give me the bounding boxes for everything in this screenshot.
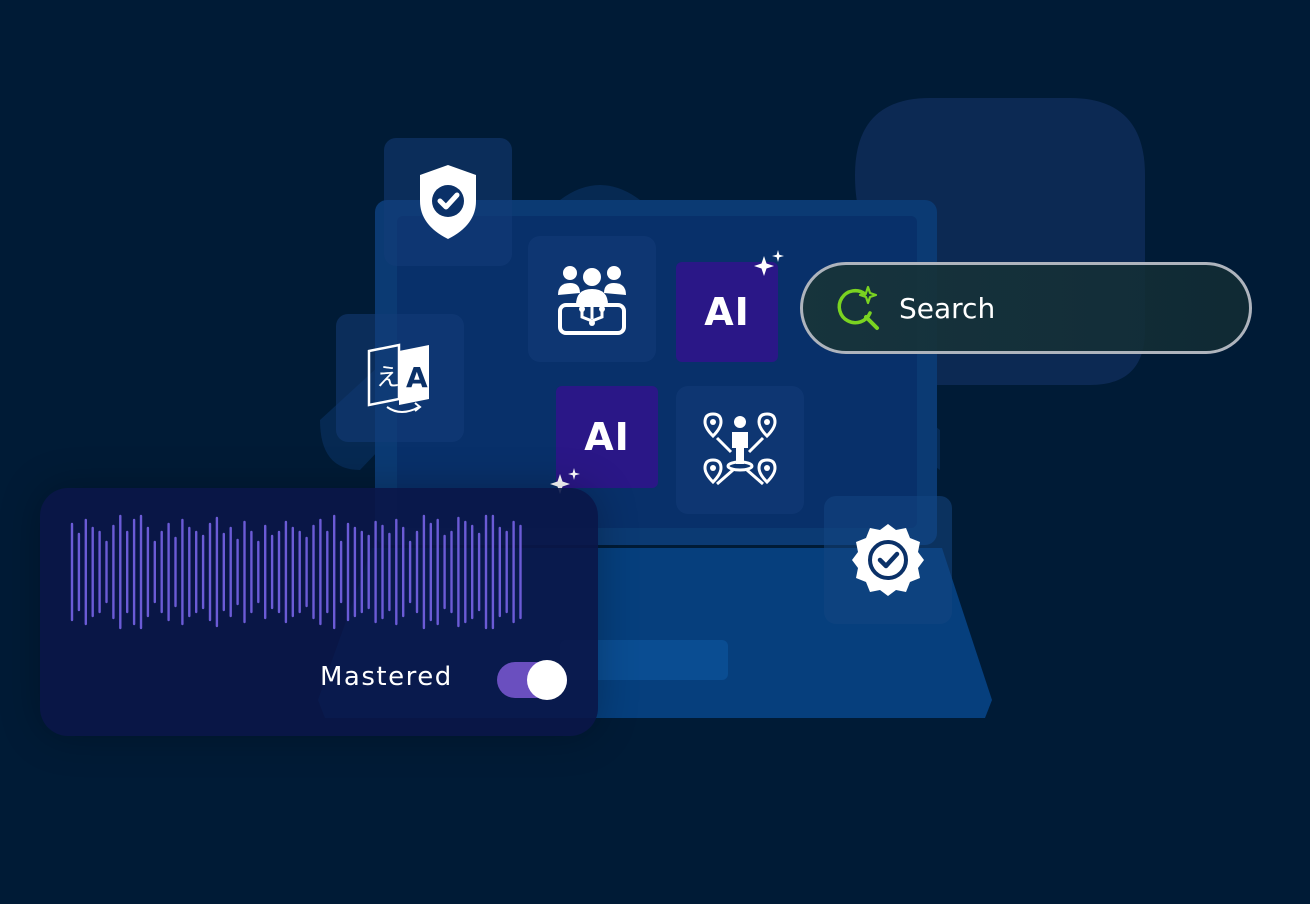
- ai-tile-top: AI: [676, 262, 778, 362]
- search-label: Search: [899, 291, 996, 325]
- mastered-toggle[interactable]: [497, 660, 567, 700]
- ai-label: AI: [584, 415, 630, 459]
- team-network-tile: [528, 236, 656, 362]
- toggle-knob: [527, 660, 567, 700]
- ai-search-icon: [837, 285, 879, 330]
- sparkle-icon: [754, 250, 784, 276]
- ai-label: AI: [704, 290, 750, 334]
- ai-tile-bottom: AI: [556, 386, 658, 488]
- sparkle-icon: [550, 468, 580, 494]
- audio-card: Mastered: [40, 488, 598, 736]
- search-bar[interactable]: Search: [800, 262, 1252, 354]
- shield-tile: [384, 138, 512, 266]
- team-network-icon: [558, 266, 626, 335]
- translate-tile: え A: [336, 314, 464, 442]
- shield-check-icon: [420, 165, 476, 239]
- person-locations-icon: [703, 412, 777, 486]
- translate-icon: え A: [367, 343, 429, 413]
- verified-badge-tile: [824, 496, 952, 624]
- audio-waveform: [70, 514, 522, 630]
- svg-text:え: え: [376, 363, 400, 391]
- verified-badge-icon: [852, 524, 924, 596]
- person-locations-tile: [676, 386, 804, 514]
- svg-text:A: A: [406, 361, 428, 394]
- mastered-label: Mastered: [320, 662, 453, 692]
